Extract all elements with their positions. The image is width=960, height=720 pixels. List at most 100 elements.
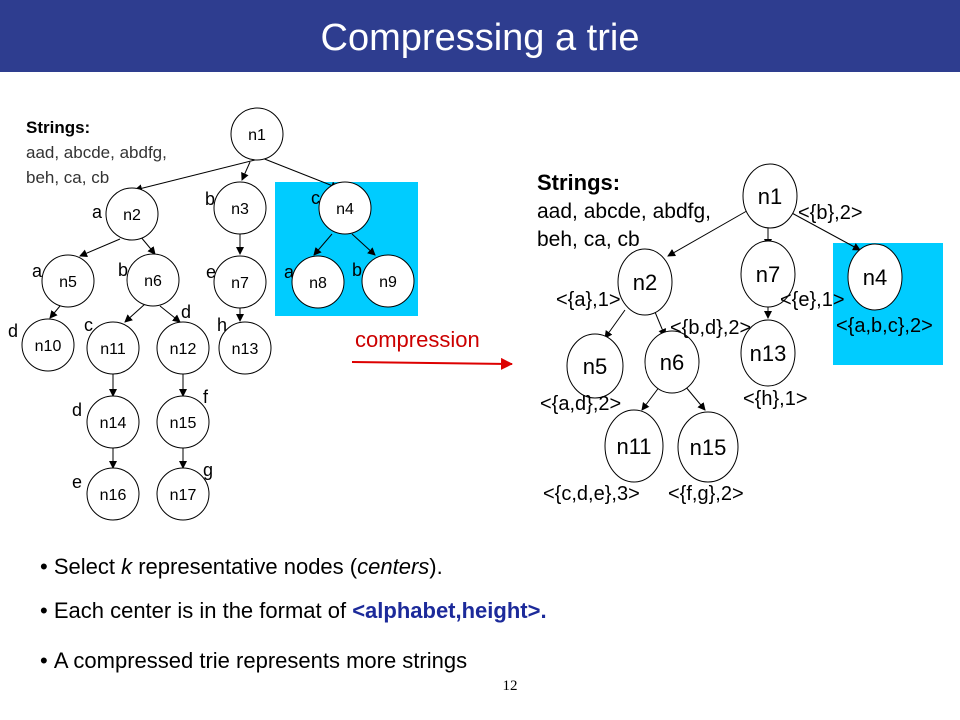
left-node-n13 bbox=[218, 321, 272, 375]
edge-label-n12-n15: f bbox=[203, 387, 209, 407]
right-node-n7 bbox=[740, 240, 796, 308]
bullet1-text-c: ). bbox=[429, 554, 443, 579]
right-node-n6-label: n6 bbox=[660, 350, 684, 375]
left-node-n3-label: n3 bbox=[231, 201, 249, 218]
right-node-n11-label: n11 bbox=[616, 434, 651, 459]
right-node-n2 bbox=[617, 248, 673, 316]
left-node-n14-label: n14 bbox=[100, 415, 127, 432]
edge-label-n1-n4: c bbox=[311, 188, 320, 208]
left-node-n11-label: n11 bbox=[100, 341, 126, 358]
left-node-n12 bbox=[156, 321, 210, 375]
left-node-n6 bbox=[126, 253, 180, 307]
left-node-n12-label: n12 bbox=[170, 341, 197, 358]
left-node-n9 bbox=[361, 254, 415, 308]
page-number: 12 bbox=[502, 678, 518, 694]
left-node-n16 bbox=[86, 467, 140, 521]
right-node-n1 bbox=[742, 163, 798, 229]
right-edge-n1-n4 bbox=[789, 211, 861, 251]
right-node-n7-label: n7 bbox=[756, 262, 780, 287]
right-node-n11 bbox=[604, 409, 664, 483]
center-label-n1: <{b},2> bbox=[798, 202, 863, 224]
right-node-n6 bbox=[644, 330, 700, 394]
right-node-n13 bbox=[740, 319, 796, 387]
right-node-n15-label: n15 bbox=[690, 435, 727, 460]
left-node-n8 bbox=[291, 255, 345, 309]
bullet-compressed-trie: • A compressed trie represents more stri… bbox=[40, 648, 468, 673]
edge-n6-n11 bbox=[124, 303, 146, 323]
edge-n1-n2 bbox=[134, 159, 256, 193]
left-node-n16-label: n16 bbox=[100, 487, 127, 504]
left-node-n11 bbox=[86, 321, 140, 375]
edge-n4-n8 bbox=[313, 233, 333, 256]
page-title: Compressing a trie bbox=[320, 17, 640, 59]
bullet-select-centers: • Select k representative nodes (centers… bbox=[40, 554, 443, 579]
edge-n4-n9 bbox=[351, 233, 376, 256]
edge-n6-n12 bbox=[159, 305, 181, 323]
bullet1-text-a: Select bbox=[53, 554, 122, 579]
left-node-n8-label: n8 bbox=[309, 275, 327, 292]
edge-label-n3-n7: e bbox=[206, 262, 216, 282]
bullet-center-format: • Each center is in the format of <alpha… bbox=[40, 598, 547, 623]
right-node-n1-label: n1 bbox=[758, 184, 782, 209]
compression-label: compression bbox=[355, 327, 480, 352]
left-node-n10-label: n10 bbox=[35, 338, 62, 355]
bullet1-centers: centers bbox=[357, 554, 430, 579]
right-edge-n6-n15 bbox=[684, 385, 706, 411]
right-strings-line2: beh, ca, cb bbox=[537, 228, 640, 251]
left-node-n2 bbox=[105, 187, 159, 241]
center-label-n13: <{h},1> bbox=[743, 388, 808, 410]
left-strings-heading: Strings: bbox=[26, 118, 90, 137]
title-bar bbox=[0, 0, 960, 72]
right-node-n13-label: n13 bbox=[750, 341, 787, 366]
edge-label-n4-n8: a bbox=[284, 262, 295, 282]
right-node-n2-label: n2 bbox=[633, 270, 657, 295]
edge-label-n7-n13: h bbox=[217, 315, 227, 335]
edge-label-n1-n3: b bbox=[205, 189, 215, 209]
left-node-n17-label: n17 bbox=[170, 487, 197, 504]
right-edge-n1-n2 bbox=[667, 207, 753, 257]
compression-arrow bbox=[351, 357, 513, 370]
left-node-n17 bbox=[156, 467, 210, 521]
edge-label-n2-n6: b bbox=[118, 260, 128, 280]
bullet2-text: Each center is in the format of bbox=[53, 598, 353, 623]
center-label-n6: <{b,d},2> bbox=[670, 317, 751, 339]
edge-label-n15-n17: g bbox=[203, 460, 213, 480]
left-node-n4 bbox=[318, 181, 372, 235]
bullet2-highlight: <alphabet,height>. bbox=[352, 598, 547, 623]
edge-n1-n3 bbox=[241, 161, 251, 181]
bullet1-k: k bbox=[121, 554, 133, 579]
center-label-n15: <{f,g},2> bbox=[668, 483, 744, 505]
left-node-n15 bbox=[156, 395, 210, 449]
left-node-n3 bbox=[213, 181, 267, 235]
right-node-n4 bbox=[847, 243, 903, 311]
edge-label-n6-n11: c bbox=[84, 315, 93, 335]
center-label-n5: <{a,d},2> bbox=[540, 393, 621, 415]
left-node-n7 bbox=[213, 255, 267, 309]
left-node-n5 bbox=[41, 254, 95, 308]
edge-n5-n10 bbox=[49, 305, 61, 319]
edge-label-n1-n2: a bbox=[92, 202, 103, 222]
bullet3-text: A compressed trie represents more string… bbox=[53, 648, 468, 673]
left-node-n10 bbox=[21, 318, 75, 372]
right-node-n5-label: n5 bbox=[583, 354, 607, 379]
left-strings-line2: beh, ca, cb bbox=[26, 168, 109, 187]
left-node-n13-label: n13 bbox=[232, 341, 259, 358]
edge-label-n14-n16: e bbox=[72, 472, 82, 492]
bullet1-text-b: representative nodes ( bbox=[132, 554, 358, 579]
right-strings-heading: Strings: bbox=[537, 170, 620, 195]
edge-label-n5-n10: d bbox=[8, 321, 18, 341]
left-node-n2-label: n2 bbox=[123, 207, 141, 224]
left-node-n7-label: n7 bbox=[231, 275, 249, 292]
center-label-n2: <{a},1> bbox=[556, 289, 621, 311]
edge-label-n11-n14: d bbox=[72, 400, 82, 420]
left-node-n9-label: n9 bbox=[379, 274, 397, 291]
left-node-n1 bbox=[230, 107, 284, 161]
left-strings-line1: aad, abcde, abdfg, bbox=[26, 143, 167, 162]
right-strings-line1: aad, abcde, abdfg, bbox=[537, 200, 711, 223]
left-node-n14 bbox=[86, 395, 140, 449]
edge-label-n6-n12: d bbox=[181, 302, 191, 322]
center-label-n11: <{c,d,e},3> bbox=[543, 483, 640, 505]
edge-n2-n6 bbox=[139, 235, 156, 255]
right-edge-n2-n6 bbox=[654, 311, 666, 337]
